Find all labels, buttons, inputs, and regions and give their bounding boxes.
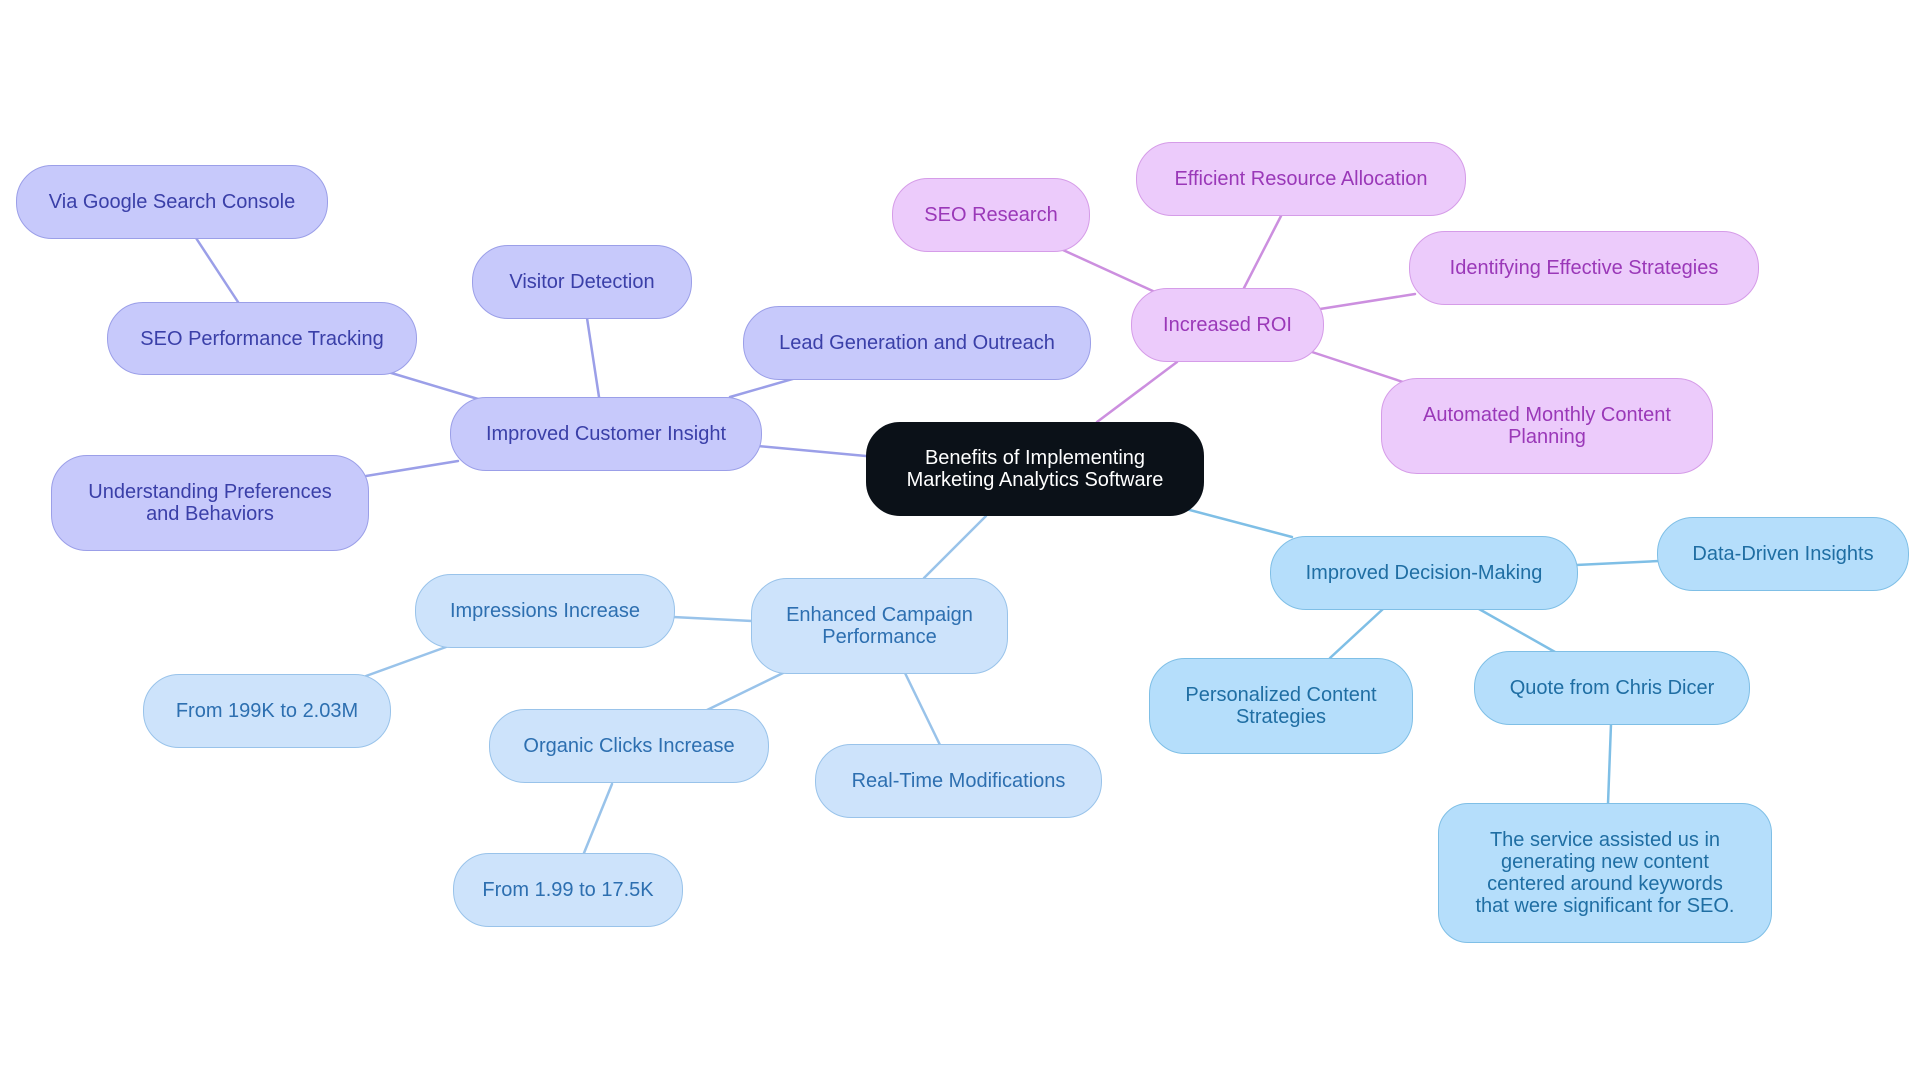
- edge-root-decision: [1184, 507, 1294, 539]
- edge-campaign-impressions: [671, 615, 754, 623]
- edge-impressions-value: [364, 645, 448, 678]
- node-real-time-modifications[interactable]: Real-Time Modifications: [815, 744, 1102, 818]
- edge-campaign-realtime: [903, 671, 942, 747]
- edge-decision-data-insights: [1574, 559, 1661, 567]
- node-label: The service assisted us in generating ne…: [1475, 829, 1735, 917]
- branch-increased-roi[interactable]: Increased ROI: [1131, 288, 1324, 362]
- node-label: Organic Clicks Increase: [523, 735, 735, 757]
- node-impressions-increase[interactable]: Impressions Increase: [415, 574, 675, 648]
- node-label: Automated Monthly Content Planning: [1423, 404, 1671, 448]
- edge-clicks-value: [582, 782, 614, 855]
- node-visitor-detection[interactable]: Visitor Detection: [472, 245, 692, 319]
- edge-roi-resource-allocation: [1242, 214, 1283, 290]
- node-label: Via Google Search Console: [48, 191, 296, 213]
- node-data-driven-insights[interactable]: Data-Driven Insights: [1657, 517, 1909, 591]
- branch-label: Increased ROI: [1163, 314, 1292, 336]
- node-quote-from-chris-dicer[interactable]: Quote from Chris Dicer: [1474, 651, 1750, 725]
- node-lead-generation-and-outreach[interactable]: Lead Generation and Outreach: [743, 306, 1091, 380]
- node-label: Lead Generation and Outreach: [779, 332, 1055, 354]
- node-label: Data-Driven Insights: [1692, 543, 1874, 565]
- node-seo-performance-tracking[interactable]: SEO Performance Tracking: [107, 302, 417, 375]
- node-label: Visitor Detection: [509, 271, 655, 293]
- node-personalized-content-strategies[interactable]: Personalized Content Strategies: [1149, 658, 1413, 754]
- edge-insight-lead-generation: [728, 376, 798, 399]
- branch-label: Improved Customer Insight: [485, 423, 727, 445]
- node-identifying-effective-strategies[interactable]: Identifying Effective Strategies: [1409, 231, 1759, 305]
- node-label: From 1.99 to 17.5K: [482, 879, 654, 901]
- node-label: Quote from Chris Dicer: [1509, 677, 1715, 699]
- node-label: Impressions Increase: [449, 600, 641, 622]
- root-label: Benefits of Implementing Marketing Analy…: [906, 447, 1164, 491]
- node-efficient-resource-allocation[interactable]: Efficient Resource Allocation: [1136, 142, 1466, 216]
- node-label: Personalized Content Strategies: [1185, 684, 1377, 728]
- branch-label: Enhanced Campaign Performance: [786, 604, 973, 648]
- edge-insight-seo-tracking: [386, 370, 480, 401]
- branch-enhanced-campaign-performance[interactable]: Enhanced Campaign Performance: [751, 578, 1008, 674]
- branch-improved-decision-making[interactable]: Improved Decision-Making: [1270, 536, 1578, 610]
- node-label: Understanding Preferences and Behaviors: [88, 481, 332, 525]
- edge-campaign-clicks: [703, 671, 785, 713]
- branch-improved-customer-insight[interactable]: Improved Customer Insight: [450, 397, 762, 471]
- node-automated-monthly-content-planning[interactable]: Automated Monthly Content Planning: [1381, 378, 1713, 474]
- root-node[interactable]: Benefits of Implementing Marketing Analy…: [866, 422, 1204, 516]
- node-label: From 199K to 2.03M: [175, 700, 359, 722]
- node-label: Real-Time Modifications: [851, 770, 1066, 792]
- edge-seo-tracking-search-console: [194, 236, 240, 304]
- node-clicks-value[interactable]: From 1.99 to 17.5K: [453, 853, 683, 927]
- node-label: SEO Performance Tracking: [140, 327, 384, 350]
- node-seo-research[interactable]: SEO Research: [892, 178, 1090, 252]
- node-via-google-search-console[interactable]: Via Google Search Console: [16, 165, 328, 239]
- node-label: SEO Research: [924, 204, 1058, 226]
- edge-insight-preferences: [364, 459, 460, 478]
- edge-quote-text: [1606, 722, 1613, 806]
- node-understanding-preferences[interactable]: Understanding Preferences and Behaviors: [51, 455, 369, 551]
- node-label: Identifying Effective Strategies: [1449, 257, 1719, 279]
- edge-decision-quote: [1477, 607, 1557, 654]
- edge-roi-effective-strategies: [1318, 292, 1417, 311]
- node-organic-clicks-increase[interactable]: Organic Clicks Increase: [489, 709, 769, 783]
- node-label: Efficient Resource Allocation: [1174, 168, 1428, 190]
- node-quote-text[interactable]: The service assisted us in generating ne…: [1438, 803, 1772, 943]
- edge-decision-personalized: [1328, 607, 1385, 660]
- edge-roi-seo-research: [1061, 248, 1157, 294]
- branch-label: Improved Decision-Making: [1305, 562, 1543, 584]
- edge-insight-visitor-detection: [585, 316, 601, 399]
- node-impressions-value[interactable]: From 199K to 2.03M: [143, 674, 391, 748]
- edge-root-roi: [1095, 360, 1179, 424]
- edge-root-insight: [756, 444, 868, 458]
- edge-root-campaign: [922, 514, 988, 580]
- edge-roi-content-planning: [1310, 350, 1405, 384]
